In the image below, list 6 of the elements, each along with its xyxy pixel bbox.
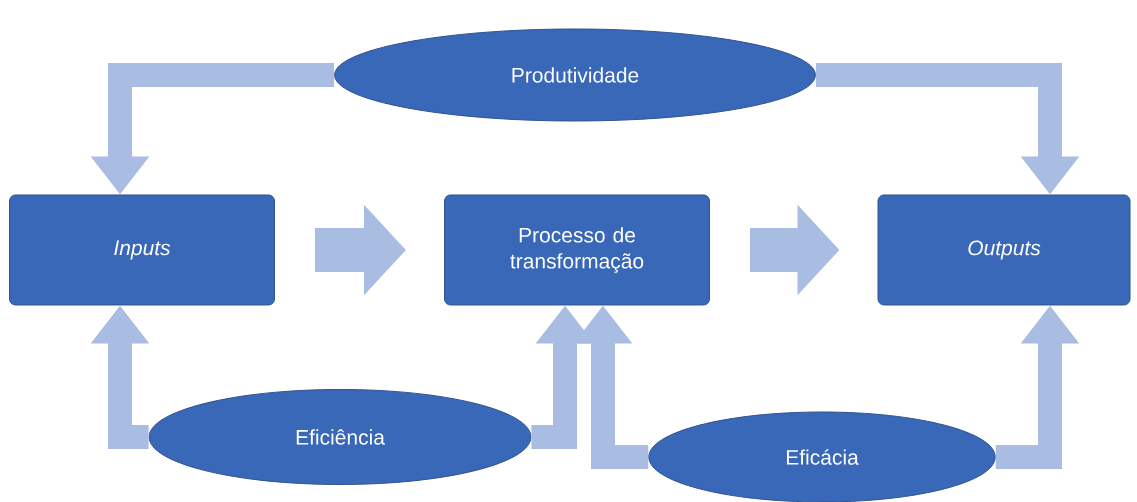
ellipse-node: Eficácia bbox=[648, 411, 996, 502]
ellipse-node: Eficiência bbox=[148, 389, 532, 485]
ellipse-node: Produtividade bbox=[334, 28, 816, 122]
process-box: Inputs bbox=[9, 194, 275, 306]
process-box: Outputs bbox=[877, 194, 1131, 306]
process-box: Processo de transformação bbox=[444, 194, 710, 306]
